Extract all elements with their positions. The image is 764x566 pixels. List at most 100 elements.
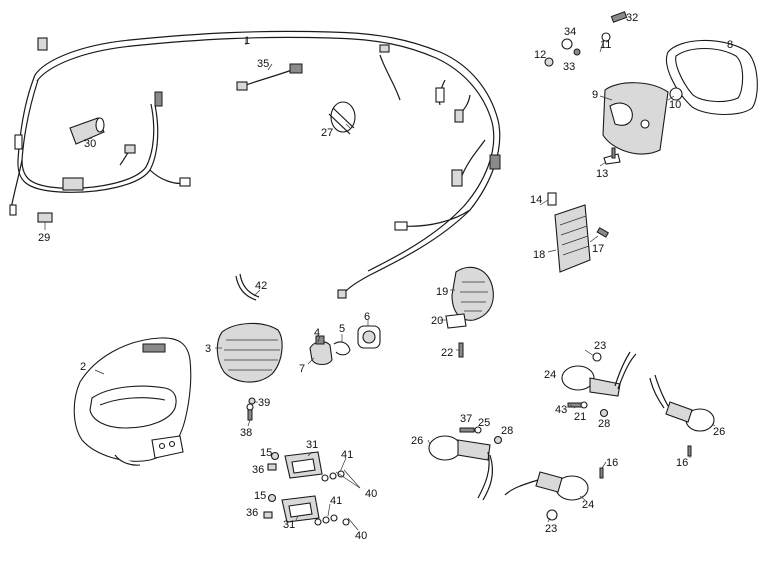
label-9: 9 bbox=[592, 89, 598, 101]
leader-lines bbox=[44, 38, 716, 523]
wire-piece bbox=[235, 275, 257, 301]
label-4: 4 bbox=[314, 327, 320, 339]
screw-16a bbox=[599, 467, 604, 479]
spring-clip bbox=[333, 341, 351, 356]
label-8: 8 bbox=[727, 39, 733, 51]
clip-14 bbox=[547, 192, 557, 206]
label-26b: 26 bbox=[713, 426, 725, 438]
label-2: 2 bbox=[80, 361, 86, 373]
label-16b: 16 bbox=[676, 457, 688, 469]
label-38: 38 bbox=[240, 427, 252, 439]
label-21: 21 bbox=[574, 411, 586, 423]
label-30: 30 bbox=[84, 138, 96, 150]
label-36a: 36 bbox=[252, 464, 264, 476]
label-27: 27 bbox=[321, 127, 333, 139]
bolt-37-25 bbox=[459, 426, 482, 434]
label-10: 10 bbox=[669, 99, 681, 111]
label-18: 18 bbox=[533, 249, 545, 261]
label-14: 14 bbox=[530, 194, 542, 206]
part-labels: 1 2 3 4 5 6 7 8 9 10 11 12 13 14 15 15 1… bbox=[38, 12, 733, 542]
label-24b: 24 bbox=[582, 499, 594, 511]
screw-16b bbox=[687, 445, 692, 457]
tail-light-housing bbox=[602, 82, 669, 155]
bulb-holder bbox=[309, 335, 333, 366]
indicator-front-left bbox=[428, 435, 494, 501]
label-5: 5 bbox=[339, 323, 345, 335]
label-37: 37 bbox=[460, 413, 472, 425]
label-33: 33 bbox=[563, 61, 575, 73]
nut-15b bbox=[267, 493, 277, 503]
label-23b: 23 bbox=[545, 523, 557, 535]
label-40a: 40 bbox=[365, 488, 377, 500]
bracket-lower bbox=[281, 495, 320, 523]
label-31b: 31 bbox=[283, 519, 295, 531]
label-36b: 36 bbox=[246, 507, 258, 519]
grommet-34 bbox=[561, 38, 573, 50]
clip-36b bbox=[263, 511, 273, 519]
lamp-socket bbox=[357, 325, 381, 349]
nut-15a bbox=[270, 451, 280, 461]
washer-39 bbox=[248, 397, 256, 405]
label-39: 39 bbox=[258, 397, 270, 409]
label-24a: 24 bbox=[544, 369, 556, 381]
nut-28a bbox=[493, 435, 503, 445]
voltage-regulator bbox=[554, 204, 591, 273]
screw-13 bbox=[603, 147, 621, 165]
label-26a: 26 bbox=[411, 435, 423, 447]
headlight-lens bbox=[216, 322, 283, 383]
screw-32 bbox=[610, 11, 628, 23]
clip-36a bbox=[267, 463, 277, 471]
washer-11 bbox=[601, 32, 611, 42]
label-12: 12 bbox=[534, 49, 546, 61]
label-29: 29 bbox=[38, 232, 50, 244]
tail-light-lens bbox=[666, 39, 758, 116]
label-16a: 16 bbox=[606, 457, 618, 469]
horn bbox=[451, 266, 494, 321]
indicator-rear-left bbox=[561, 351, 637, 397]
label-34: 34 bbox=[564, 26, 576, 38]
bracket-upper bbox=[284, 451, 323, 479]
label-28b: 28 bbox=[598, 418, 610, 430]
label-41a: 41 bbox=[341, 449, 353, 461]
bulb-23a bbox=[592, 352, 602, 362]
label-7: 7 bbox=[299, 363, 305, 375]
screws-41-40-lower bbox=[314, 514, 359, 531]
label-11: 11 bbox=[600, 39, 611, 51]
label-35: 35 bbox=[257, 58, 269, 70]
label-22: 22 bbox=[441, 347, 453, 359]
fuse bbox=[37, 212, 53, 223]
label-6: 6 bbox=[364, 311, 370, 323]
bulb-23b bbox=[546, 509, 558, 521]
label-20: 20 bbox=[431, 315, 443, 327]
screw-17 bbox=[596, 227, 610, 238]
nut-33 bbox=[573, 48, 581, 56]
headlight-fairing bbox=[73, 337, 192, 466]
bolt-43-21 bbox=[567, 401, 588, 409]
label-32: 32 bbox=[626, 12, 638, 24]
label-41b: 41 bbox=[330, 495, 342, 507]
label-28a: 28 bbox=[501, 425, 513, 437]
indicator-rear-right bbox=[649, 374, 715, 432]
cable-clamp bbox=[328, 101, 356, 135]
indicator-front-right bbox=[504, 471, 589, 501]
label-25: 25 bbox=[478, 417, 490, 429]
connector-lead bbox=[236, 63, 303, 91]
label-40b: 40 bbox=[355, 530, 367, 542]
label-15b: 15 bbox=[254, 490, 266, 502]
screws-41-40-upper bbox=[321, 469, 361, 489]
screw-22 bbox=[458, 342, 464, 358]
label-31a: 31 bbox=[306, 439, 318, 451]
label-43: 43 bbox=[555, 404, 567, 416]
label-23a: 23 bbox=[594, 340, 606, 352]
nut-28b bbox=[599, 408, 609, 418]
wiring-harness bbox=[9, 30, 501, 299]
label-17: 17 bbox=[592, 243, 604, 255]
label-3: 3 bbox=[205, 343, 211, 355]
label-19: 19 bbox=[436, 286, 448, 298]
horn-bracket bbox=[445, 313, 467, 329]
label-13: 13 bbox=[596, 168, 608, 180]
nut-12 bbox=[544, 57, 554, 67]
label-42: 42 bbox=[255, 280, 267, 292]
label-1: 1 bbox=[244, 35, 250, 47]
